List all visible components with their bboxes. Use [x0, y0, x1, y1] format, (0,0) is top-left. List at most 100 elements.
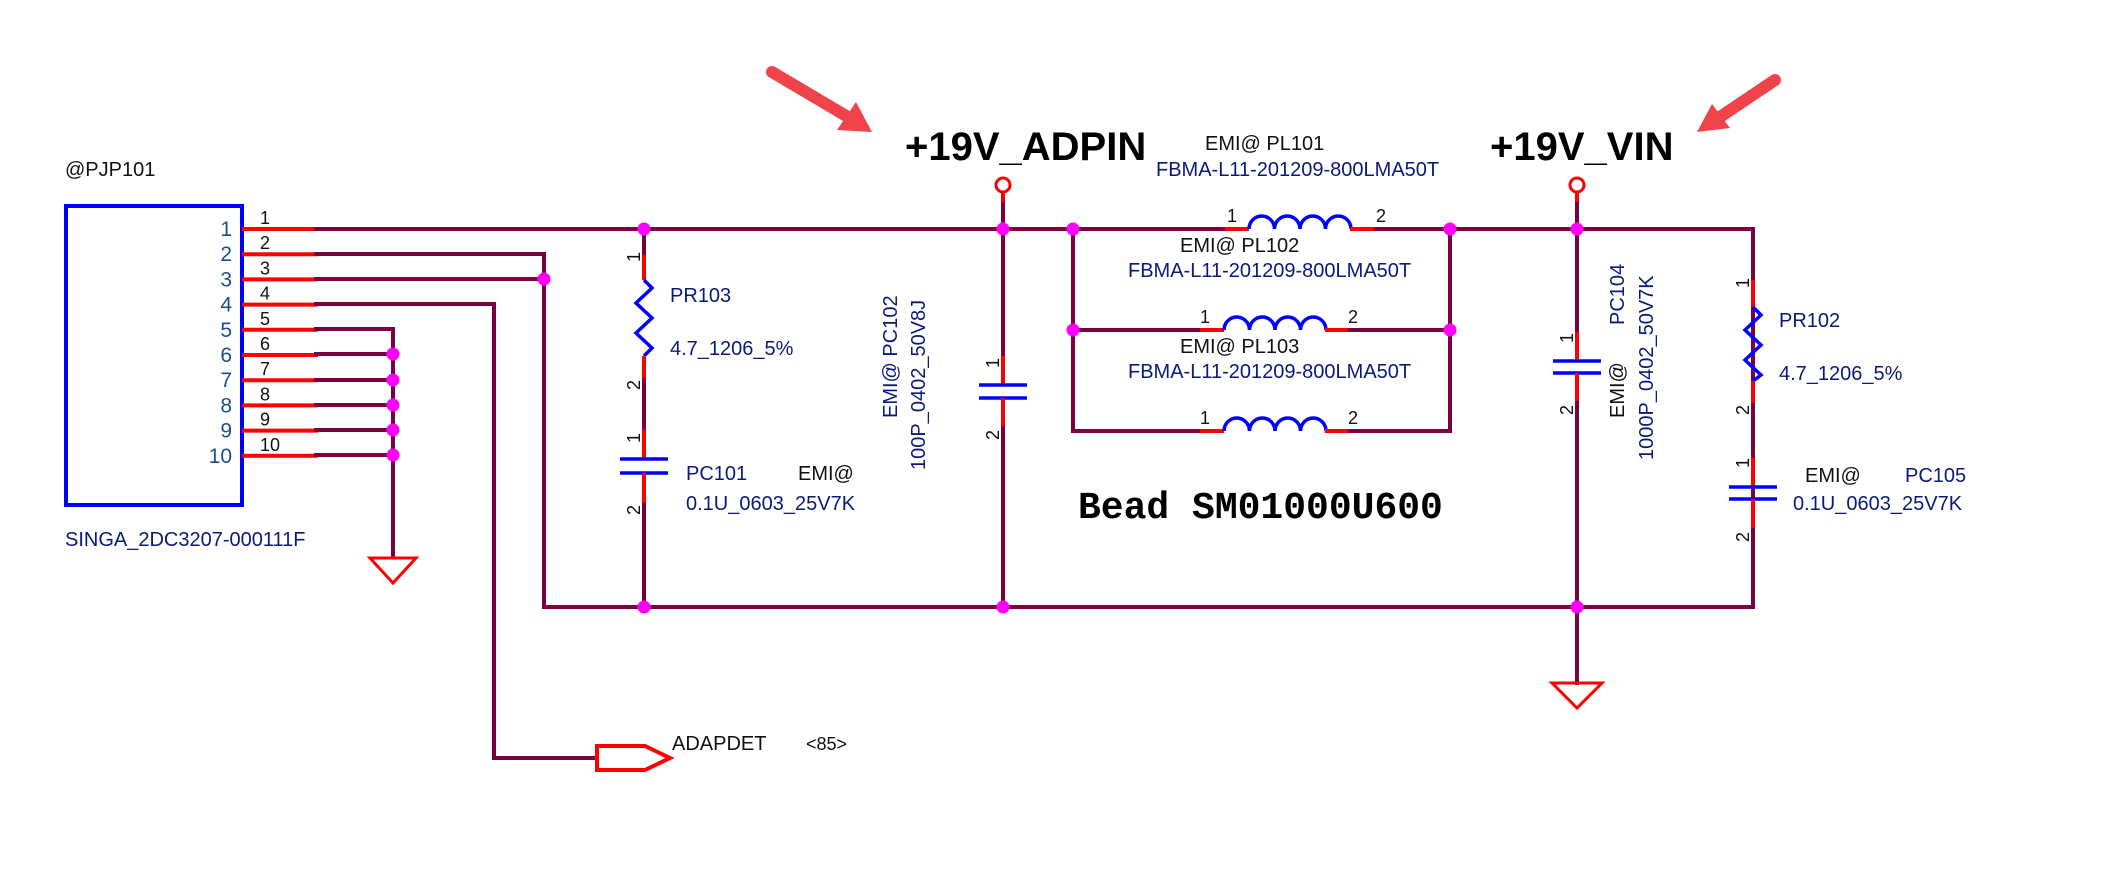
- capacitor-pc102[interactable]: 1 2 EMI@ PC102 100P_0402_50V8J: [880, 227, 1027, 609]
- connector-pin-number: 10: [209, 445, 232, 468]
- wire-adapdet: [314, 302, 599, 760]
- pc101-refdes: PC101: [686, 463, 747, 485]
- ferrite-bead-pl101[interactable]: 1 2 EMI@ PL101 FBMA-L11-201209-800LMA50T: [1156, 133, 1439, 232]
- pl102-label: EMI@ PL102: [1180, 235, 1299, 257]
- pc104-refdes: PC104: [1607, 264, 1629, 325]
- pr103-refdes: PR103: [670, 285, 731, 307]
- resistor-zigzag-icon: [1742, 305, 1764, 383]
- adapdet-label: ADAPDET: [672, 733, 766, 755]
- junction-dot: [637, 222, 651, 236]
- pin-number: 1: [624, 252, 644, 262]
- pin-number: 2: [624, 505, 644, 515]
- junction-dot: [537, 272, 551, 286]
- pl103-value: FBMA-L11-201209-800LMA50T: [1128, 361, 1411, 383]
- junction-dot: [386, 448, 400, 462]
- capacitor-pc101[interactable]: 1 2 PC101 EMI@ 0.1U_0603_25V7K: [620, 378, 856, 609]
- adapdet-page-ref[interactable]: <85>: [806, 734, 847, 754]
- junction-dot: [386, 398, 400, 412]
- pc104-value: 1000P_0402_50V7K: [1636, 275, 1658, 460]
- ferrite-bead-pl103[interactable]: 1 2: [1200, 408, 1358, 433]
- pin-number: 1: [624, 433, 644, 443]
- connector-pin-label: 3: [260, 258, 270, 278]
- connector-pin-number: 4: [220, 294, 232, 317]
- pc101-value: 0.1U_0603_25V7K: [686, 493, 856, 515]
- connector-pin-label: 5: [260, 309, 270, 329]
- resistor-pr103[interactable]: 1 2 PR103 4.7_1206_5%: [624, 227, 794, 390]
- arrow-vin: [1697, 74, 1781, 132]
- power-port-adpin[interactable]: +19V_ADPIN: [905, 125, 1146, 231]
- pin-number: 1: [1200, 307, 1210, 327]
- junctions: [386, 222, 1584, 614]
- pin-number: 1: [1557, 333, 1577, 343]
- pc104-tag: EMI@: [1607, 362, 1629, 418]
- pr103-value: 4.7_1206_5%: [670, 338, 794, 360]
- pin-number: 2: [624, 380, 644, 390]
- bead-note: Bead SM01000U600: [1078, 487, 1443, 530]
- connector-pin-label: 7: [260, 359, 270, 379]
- inductor-coil-icon: [1222, 315, 1328, 331]
- connector-pin-number: 3: [220, 268, 232, 291]
- junction-dot: [386, 347, 400, 361]
- pc105-tag: EMI@: [1805, 465, 1861, 487]
- capacitor-pc105[interactable]: 1 2 EMI@ PC105 0.1U_0603_25V7K: [1729, 403, 1966, 609]
- inductor-coil-icon: [1247, 214, 1353, 230]
- pc102-value: 100P_0402_50V8J: [908, 300, 930, 470]
- junction-dot: [386, 423, 400, 437]
- arrow-adpin: [766, 66, 872, 132]
- net-label-vin: +19V_VIN: [1490, 125, 1673, 169]
- pin-number: 1: [1200, 408, 1210, 428]
- connector-pin-number: 8: [220, 394, 232, 417]
- connector-refdes: @PJP101: [65, 159, 155, 181]
- arrow-shaft: [766, 66, 854, 123]
- connector-pin-label: 10: [260, 435, 280, 455]
- wire-bottom-rail: [314, 252, 1755, 609]
- ground-symbol-right: [1548, 681, 1606, 711]
- connector-pin-label: 9: [260, 410, 270, 430]
- pc102-label: EMI@ PC102: [880, 295, 902, 418]
- capacitor-pc104[interactable]: 1 2 EMI@ PC104 1000P_0402_50V7K: [1553, 227, 1658, 609]
- junction-dot: [637, 600, 651, 614]
- pl102-value: FBMA-L11-201209-800LMA50T: [1128, 260, 1411, 282]
- connector-pin-label: 6: [260, 334, 270, 354]
- pin-number: 2: [983, 430, 1003, 440]
- junction-dot: [1066, 222, 1080, 236]
- resistor-pr102[interactable]: 1 2 PR102 4.7_1206_5%: [1733, 227, 1903, 415]
- connector-pin-number: 7: [220, 369, 232, 392]
- pin-number: 1: [1733, 278, 1753, 288]
- power-port-vin[interactable]: +19V_VIN: [1490, 125, 1673, 231]
- connector-pin-number: 1: [220, 218, 232, 241]
- junction-dot: [1570, 600, 1584, 614]
- adapdet-port[interactable]: ADAPDET <85>: [595, 733, 847, 772]
- connector-pin-number: 2: [220, 243, 232, 266]
- pl103-label: EMI@ PL103: [1180, 336, 1299, 358]
- junction-dot: [1443, 222, 1457, 236]
- connector-pin-label: 1: [260, 208, 270, 228]
- pc105-refdes: PC105: [1905, 465, 1966, 487]
- wire-gnd-bus: [314, 327, 395, 559]
- pc101-tag: EMI@: [798, 463, 854, 485]
- resistor-zigzag-icon: [633, 278, 655, 358]
- pl101-label: EMI@ PL101: [1205, 133, 1324, 155]
- connector-pin-label: 4: [260, 284, 270, 304]
- pr102-refdes: PR102: [1779, 310, 1840, 332]
- junction-dot: [386, 373, 400, 387]
- pin-number: 2: [1733, 532, 1753, 542]
- arrow-head: [1697, 104, 1730, 132]
- pc105-value: 0.1U_0603_25V7K: [1793, 493, 1963, 515]
- junction-dot: [1066, 323, 1080, 337]
- connector-wires: [314, 227, 1755, 760]
- connector-pin-label: 8: [260, 384, 270, 404]
- connector-pin-number: 9: [220, 420, 232, 443]
- pr102-value: 4.7_1206_5%: [1779, 363, 1903, 385]
- pin-number: 2: [1348, 307, 1358, 327]
- ferrite-bead-pl102[interactable]: 1 2: [1200, 307, 1358, 332]
- pin-number: 2: [1557, 405, 1577, 415]
- arrow-shaft: [1714, 74, 1781, 123]
- junction-dot: [996, 222, 1010, 236]
- pin-number: 2: [1376, 206, 1386, 226]
- pin-number: 2: [1348, 408, 1358, 428]
- junction-dot: [996, 600, 1010, 614]
